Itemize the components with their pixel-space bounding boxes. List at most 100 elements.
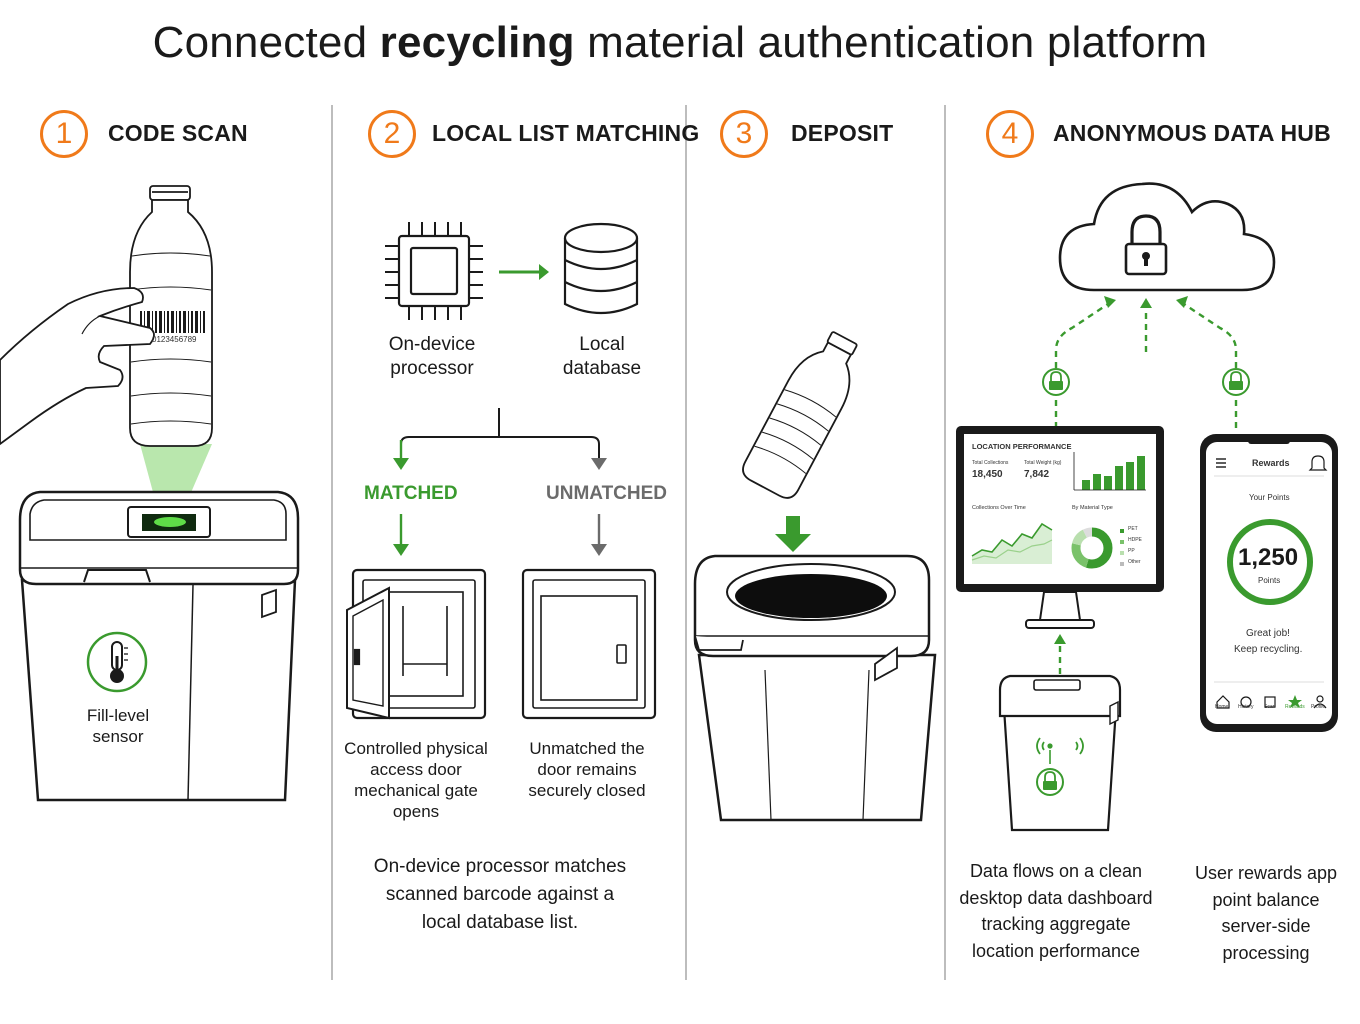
arrow-up-icon	[1176, 296, 1188, 308]
dashboard-caption: Data flows on a clean desktop data dashb…	[956, 858, 1156, 964]
small-lock-icon	[1042, 368, 1070, 396]
scan-icon	[1264, 696, 1276, 708]
nav-rewards[interactable]: Rewards	[1285, 704, 1305, 710]
arrow-down-icon	[393, 544, 409, 556]
barcode	[140, 311, 205, 333]
matched-caption-line: mechanical gate	[354, 781, 478, 800]
arrow-down-icon	[775, 534, 811, 552]
app-message-1: Great job!	[1246, 628, 1290, 639]
padlock-icon	[1124, 214, 1168, 276]
hand	[0, 287, 155, 446]
database-icon	[563, 222, 639, 314]
menu-icon	[1216, 458, 1226, 468]
rewards-star-icon	[1288, 695, 1302, 708]
app-caption-line: server-side	[1221, 916, 1311, 936]
sensor-label-line: Fill-level	[86, 706, 150, 725]
matched-caption-line: opens	[392, 802, 440, 821]
stat2-label: Total Weight (kg)	[1024, 460, 1062, 466]
sensor-label-line: sensor	[92, 727, 144, 746]
unmatched-caption-line: door remains	[537, 760, 637, 779]
unmatched-caption-line: Unmatched the	[529, 739, 645, 758]
legend-item: PP	[1128, 548, 1135, 554]
matching-illustration	[346, 222, 657, 720]
matched-caption-line: Controlled physical	[344, 739, 488, 758]
column-divider	[944, 105, 946, 980]
falling-bottle	[742, 331, 858, 499]
app-caption-line: User rewards app	[1194, 863, 1338, 883]
dashboard-donut-chart	[1071, 527, 1113, 569]
bell-icon	[1308, 455, 1328, 471]
data-hub-illustration	[956, 182, 1338, 832]
database-label: Local database	[542, 333, 662, 381]
nav-home[interactable]: Home	[1215, 704, 1229, 710]
closed-door-illustration	[521, 568, 657, 720]
arrow-up-icon	[1104, 296, 1116, 308]
phone	[1200, 434, 1338, 732]
column-divider	[331, 105, 333, 980]
arrow-up-icon	[1054, 634, 1066, 644]
stat1-value: 18,450	[972, 469, 1003, 480]
processor-chip-icon	[385, 222, 483, 320]
small-lock-icon	[1222, 368, 1250, 396]
step-4-number: 4	[986, 110, 1034, 158]
matched-label: MATCHED	[364, 483, 458, 504]
stat1-label: Total Collections	[972, 460, 1009, 466]
column-divider	[685, 105, 687, 980]
dashboard-line-chart	[971, 522, 1053, 564]
app-header: Rewards	[1252, 458, 1290, 468]
unmatched-caption-line: securely closed	[528, 781, 646, 800]
processor-label-line: processor	[390, 358, 474, 379]
processor-label: On-device processor	[372, 333, 492, 381]
dashboard-bar-chart	[1082, 456, 1145, 490]
nav-scan[interactable]: Scan	[1264, 704, 1276, 710]
points-label: Your Points	[1249, 493, 1290, 502]
legend-item: PET	[1128, 526, 1138, 532]
profile-icon	[1313, 695, 1327, 709]
database-label-line: database	[562, 358, 642, 379]
app-message-2: Keep recycling.	[1234, 644, 1303, 655]
points-value: 1,250	[1238, 544, 1299, 571]
nav-history[interactable]: History	[1238, 704, 1254, 710]
app-caption-line: point balance	[1212, 889, 1320, 910]
arrow-up-icon	[1140, 298, 1152, 308]
summary-line: scanned barcode against a	[385, 884, 615, 905]
legend-item: HDPE	[1128, 537, 1142, 543]
summary-line: On-device processor matches	[373, 856, 627, 877]
step-3-number: 3	[720, 110, 768, 158]
home-icon	[1216, 695, 1230, 709]
summary-line: local database list.	[421, 912, 579, 933]
dashboard-title: LOCATION PERFORMANCE	[972, 442, 1072, 451]
app-caption: User rewards app point balance server-si…	[1186, 860, 1346, 966]
nav-profile[interactable]: Profile	[1311, 704, 1326, 710]
matched-caption-line: access door	[370, 760, 462, 779]
open-door-illustration	[346, 568, 487, 720]
step-2-title: LOCAL LIST MATCHING	[432, 120, 700, 146]
matched-caption: Controlled physical access door mechanic…	[336, 738, 496, 822]
processor-label-line: On-device	[388, 334, 476, 355]
unmatched-label: UNMATCHED	[546, 483, 668, 504]
points-ring	[1227, 519, 1313, 605]
scan-illustration	[0, 185, 300, 802]
barcode-number: 0123456789	[152, 335, 197, 344]
dashboard-caption-line: location performance	[971, 940, 1141, 961]
database-label-line: Local	[579, 334, 625, 355]
deposit-illustration	[693, 331, 937, 822]
bin-body	[20, 578, 297, 802]
step-3-title: DEPOSIT	[791, 120, 894, 146]
arrow-down-icon	[591, 458, 607, 470]
history-icon	[1240, 696, 1252, 708]
step-1-number: 1	[40, 110, 88, 158]
dashboard-caption-line: desktop data dashboard	[959, 887, 1153, 908]
chart2-label: By Material Type	[1072, 505, 1113, 511]
arrow-down-icon	[591, 544, 607, 556]
cloud-icon	[1058, 182, 1276, 292]
unmatched-caption: Unmatched the door remains securely clos…	[508, 738, 666, 801]
stat2-value: 7,842	[1024, 469, 1050, 480]
arrow-right-icon	[539, 264, 549, 280]
fill-level-sensor-label: Fill-level sensor	[60, 705, 176, 747]
step-1-title: CODE SCAN	[108, 120, 248, 146]
smart-bin-illustration	[998, 674, 1122, 832]
dashboard-caption-line: Data flows on a clean	[969, 861, 1143, 881]
step-4-title: ANONYMOUS DATA HUB	[1053, 120, 1331, 146]
app-caption-line: processing	[1222, 942, 1310, 963]
